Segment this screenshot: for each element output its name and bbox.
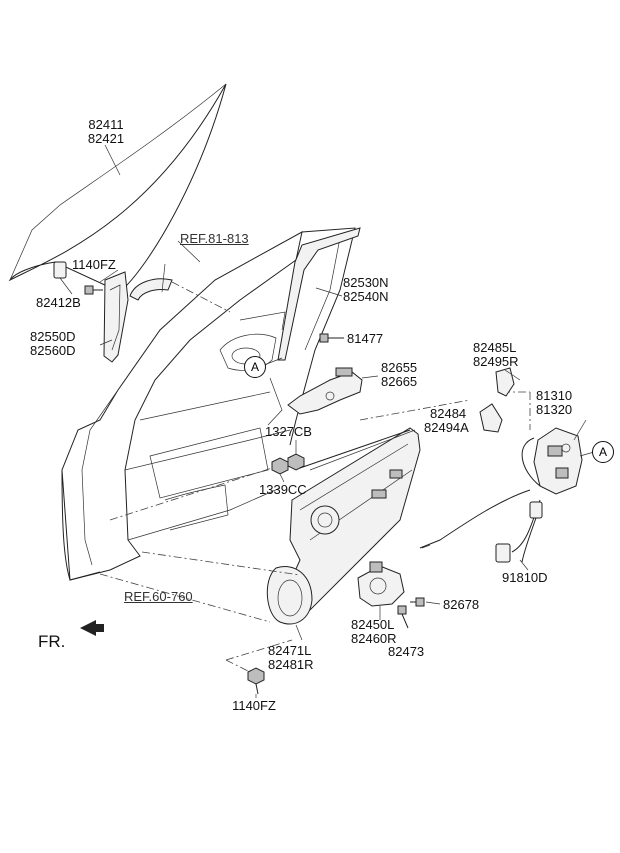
label-handle-2: 82665: [381, 374, 418, 389]
bolt-82473: [397, 605, 409, 629]
front-direction-label: FR.: [38, 632, 66, 651]
bolt-top: [84, 285, 103, 295]
label-nut-b: 1339CC: [259, 482, 307, 497]
regulator-motor: [357, 561, 405, 607]
lock-rod-upper: [495, 367, 515, 397]
door-latch: [533, 427, 583, 495]
actuator-cable: [419, 437, 543, 563]
label-rod-bottom-2: 82494A: [424, 420, 469, 435]
label-regulator-2: 82481R: [268, 657, 314, 672]
label-bolt-bottom: 1140FZ: [232, 698, 276, 713]
label-run-1: 82550D: [30, 329, 76, 344]
door-channel: [277, 227, 361, 361]
door-shell: [61, 227, 356, 581]
label-motor-1: 82450L: [351, 617, 395, 632]
label-bolt-motor-2: 82473: [388, 644, 425, 659]
label-latch-2: 81320: [536, 402, 573, 417]
inside-handle: [287, 367, 363, 415]
marker-a-door: A: [244, 356, 266, 378]
label-latch-1: 81310: [536, 388, 573, 403]
lock-rod-lower: [479, 403, 503, 433]
bolt-82678: [410, 597, 425, 607]
label-bolt-motor: 82678: [443, 597, 480, 612]
label-glass-2: 82421: [87, 131, 125, 146]
window-regulator: [266, 427, 421, 625]
upper-bracket: [129, 278, 173, 301]
label-channel-1: 82530N: [343, 275, 389, 290]
ref-upper-link: REF.81-813: [180, 231, 249, 246]
label-motor-2: 82460R: [351, 631, 397, 646]
nut-1339cc: [271, 457, 289, 475]
label-channel-2: 82540N: [343, 289, 389, 304]
door-glass: [8, 83, 227, 293]
front-glass-run: [103, 271, 129, 363]
label-glass-1: 82411: [88, 117, 124, 132]
label-glass-clip: 82412B: [36, 295, 81, 310]
label-rod-top-1: 82485L: [473, 340, 517, 355]
label-cable: 91810D: [502, 570, 548, 585]
front-arrow-icon: [80, 620, 104, 636]
label-regulator-1: 82471L: [268, 643, 312, 658]
label-bolt-top: 1140FZ: [72, 257, 116, 272]
glass-clip: [53, 261, 67, 279]
label-rod-top-2: 82495R: [473, 354, 519, 369]
bolt-bottom: [247, 667, 265, 695]
label-screw: 81477: [347, 331, 384, 346]
marker-a-latch: A: [592, 441, 614, 463]
label-nut-a: 1327CB: [265, 424, 312, 439]
label-run-2: 82560D: [30, 343, 76, 358]
label-handle-1: 82655: [381, 360, 418, 375]
ref-lower-link: REF.60-760: [124, 589, 193, 604]
screw-81477: [319, 333, 344, 343]
label-rod-bottom-1: 82484: [430, 406, 467, 421]
